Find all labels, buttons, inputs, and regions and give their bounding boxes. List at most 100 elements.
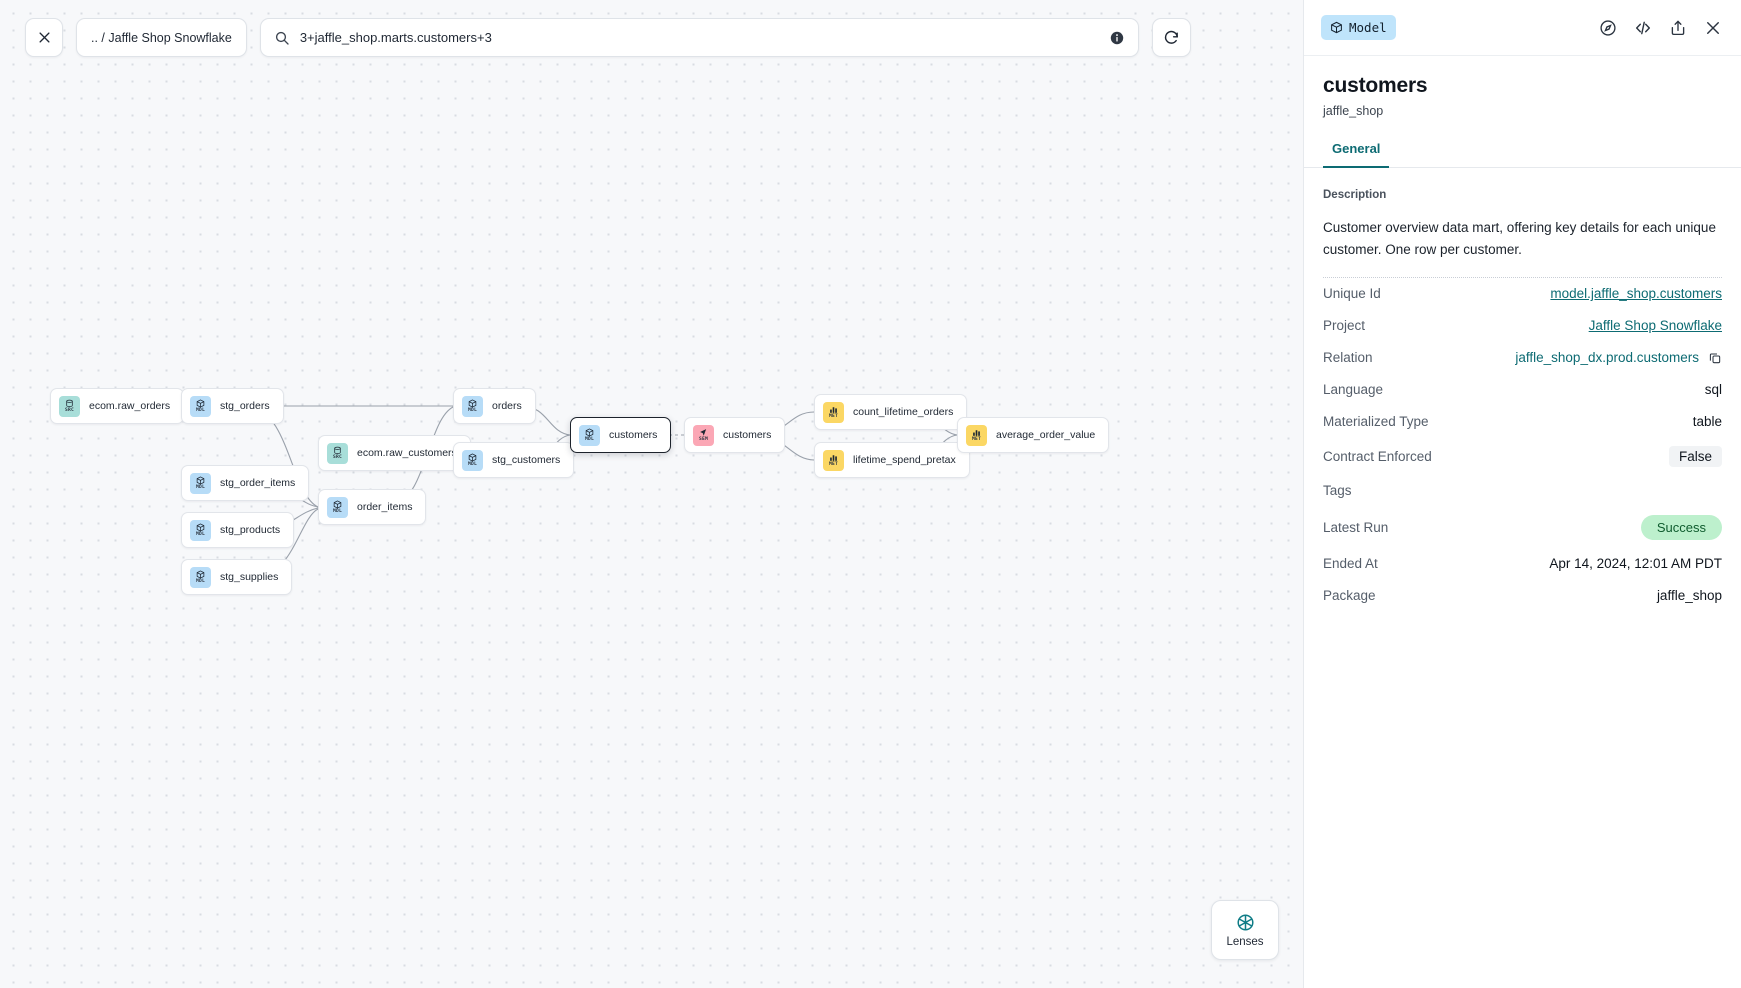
badge-text: MDL	[196, 407, 205, 413]
panel-body: Description Customer overview data mart,…	[1304, 168, 1741, 988]
node-label: stg_products	[220, 524, 281, 536]
graph-node-order-items[interactable]: MDL order_items	[318, 489, 427, 525]
detail-key: Tags	[1323, 483, 1352, 499]
refresh-button[interactable]	[1151, 18, 1191, 57]
node-label: count_lifetime_orders	[853, 406, 954, 418]
panel-header: Model	[1304, 0, 1741, 56]
model-badge-icon: MDL	[190, 472, 211, 494]
lineage-graph[interactable]: SRC ecom.raw_orders MDL stg_orders MDL s…	[0, 0, 1303, 988]
graph-node-orders[interactable]: MDL orders	[453, 388, 536, 424]
node-label: ecom.raw_orders	[89, 400, 171, 412]
graph-node-stg-order-items[interactable]: MDL stg_order_items	[181, 465, 310, 501]
graph-node-average-order-value[interactable]: MET average_order_value	[957, 417, 1110, 453]
badge-text: MET	[972, 436, 981, 442]
detail-row-contract-enforced: Contract Enforced False	[1323, 438, 1722, 475]
graph-node-ecom-raw-orders[interactable]: SRC ecom.raw_orders	[50, 388, 185, 424]
explore-icon[interactable]	[1599, 19, 1617, 37]
model-badge-icon: MDL	[462, 449, 483, 471]
detail-row-materialized-type: Materialized Type table	[1323, 406, 1722, 438]
aperture-icon	[1236, 913, 1254, 931]
graph-node-ecom-raw-customers[interactable]: SRC ecom.raw_customers	[318, 435, 471, 471]
source-badge-icon: SRC	[327, 442, 348, 464]
graph-node-stg-supplies[interactable]: MDL stg_supplies	[181, 559, 293, 595]
info-icon[interactable]	[1109, 30, 1125, 46]
detail-row-language: Language sql	[1323, 374, 1722, 406]
detail-row-package: Package jaffle_shop	[1323, 580, 1722, 612]
graph-node-customers-model-selected[interactable]: MDL customers	[570, 417, 672, 453]
graph-node-stg-orders[interactable]: MDL stg_orders	[181, 388, 284, 424]
detail-key: Language	[1323, 382, 1384, 398]
node-label: average_order_value	[996, 429, 1096, 441]
copy-icon[interactable]	[1708, 351, 1722, 365]
search-icon	[275, 31, 289, 45]
detail-key: Contract Enforced	[1323, 448, 1432, 464]
resource-type-chip[interactable]: Model	[1321, 15, 1396, 40]
badge-text: MDL	[196, 484, 205, 490]
detail-key: Latest Run	[1323, 519, 1389, 535]
badge-text: MDL	[333, 508, 342, 514]
badge-text: MDL	[585, 436, 594, 442]
tab-general[interactable]: General	[1323, 141, 1390, 168]
close-icon[interactable]	[1704, 19, 1722, 37]
node-label: ecom.raw_customers	[357, 447, 457, 459]
detail-value: jaffle_shop	[1656, 588, 1722, 604]
graph-node-customers-semantic[interactable]: SEM customers	[684, 417, 786, 453]
model-badge-icon: MDL	[190, 395, 211, 417]
model-badge-icon: MDL	[190, 519, 211, 541]
page-title: customers	[1323, 74, 1428, 97]
metric-badge-icon: MET	[823, 449, 844, 471]
lineage-canvas[interactable]: .. / Jaffle Shop Snowflake	[0, 0, 1303, 988]
description-label: Description	[1323, 189, 1387, 201]
badge-text: MDL	[468, 461, 477, 467]
model-badge-icon: MDL	[190, 566, 211, 588]
model-badge-icon: MDL	[327, 496, 348, 518]
breadcrumb[interactable]: .. / Jaffle Shop Snowflake	[76, 18, 247, 57]
share-icon[interactable]	[1669, 19, 1687, 37]
lineage-search[interactable]	[259, 18, 1139, 57]
detail-key: Project	[1323, 318, 1366, 334]
metric-badge-icon: MET	[823, 401, 844, 423]
detail-value: Apr 14, 2024, 12:01 AM PDT	[1549, 556, 1722, 572]
details-panel: Model customers jaffle_shop	[1303, 0, 1741, 988]
badge-text: MDL	[196, 531, 205, 537]
graph-node-lifetime-spend-pretax[interactable]: MET lifetime_spend_pretax	[814, 442, 970, 478]
node-label: orders	[492, 400, 522, 412]
node-label: lifetime_spend_pretax	[853, 454, 956, 466]
panel-title-block: customers jaffle_shop	[1304, 56, 1741, 118]
panel-header-actions	[1599, 19, 1722, 37]
graph-node-count-lifetime-orders[interactable]: MET count_lifetime_orders	[814, 394, 968, 430]
cube-icon	[1331, 21, 1342, 34]
contract-enforced-chip: False	[1668, 445, 1722, 467]
badge-text: MDL	[468, 407, 477, 413]
detail-value-link[interactable]: Jaffle Shop Snowflake	[1588, 318, 1722, 334]
detail-row-latest-run: Latest Run Success	[1323, 507, 1722, 548]
detail-key: Ended At	[1323, 556, 1378, 572]
description-text: Customer overview data mart, offering ke…	[1323, 220, 1716, 257]
badge-text: SRC	[65, 407, 74, 413]
search-input[interactable]	[299, 30, 1099, 45]
close-icon	[38, 32, 50, 43]
graph-node-stg-products[interactable]: MDL stg_products	[181, 512, 295, 548]
lenses-button[interactable]: Lenses	[1211, 900, 1279, 960]
model-badge-icon: MDL	[579, 424, 600, 446]
graph-node-stg-customers[interactable]: MDL stg_customers	[453, 442, 575, 478]
detail-row-ended-at: Ended At Apr 14, 2024, 12:01 AM PDT	[1323, 548, 1722, 580]
section-divider	[1323, 276, 1722, 278]
badge-text: MET	[829, 413, 838, 419]
semantic-badge-icon: SEM	[693, 424, 714, 446]
node-label: stg_order_items	[220, 477, 296, 489]
badge-text: SRC	[333, 454, 342, 460]
detail-key: Relation	[1323, 350, 1373, 366]
detail-key: Unique Id	[1323, 286, 1381, 302]
node-label: customers	[723, 429, 772, 441]
refresh-icon	[1164, 30, 1178, 44]
status-badge[interactable]: Success	[1640, 514, 1722, 540]
detail-value: jaffle_shop_dx.prod.customers	[1515, 350, 1699, 366]
node-label: stg_supplies	[220, 571, 279, 583]
detail-value-link[interactable]: model.jaffle_shop.customers	[1550, 286, 1722, 302]
detail-key: Materialized Type	[1323, 414, 1429, 430]
page-subtitle: jaffle_shop	[1323, 104, 1384, 118]
close-lineage-button[interactable]	[25, 18, 63, 57]
code-icon[interactable]	[1634, 19, 1652, 37]
resource-type-label: Model	[1349, 20, 1387, 35]
